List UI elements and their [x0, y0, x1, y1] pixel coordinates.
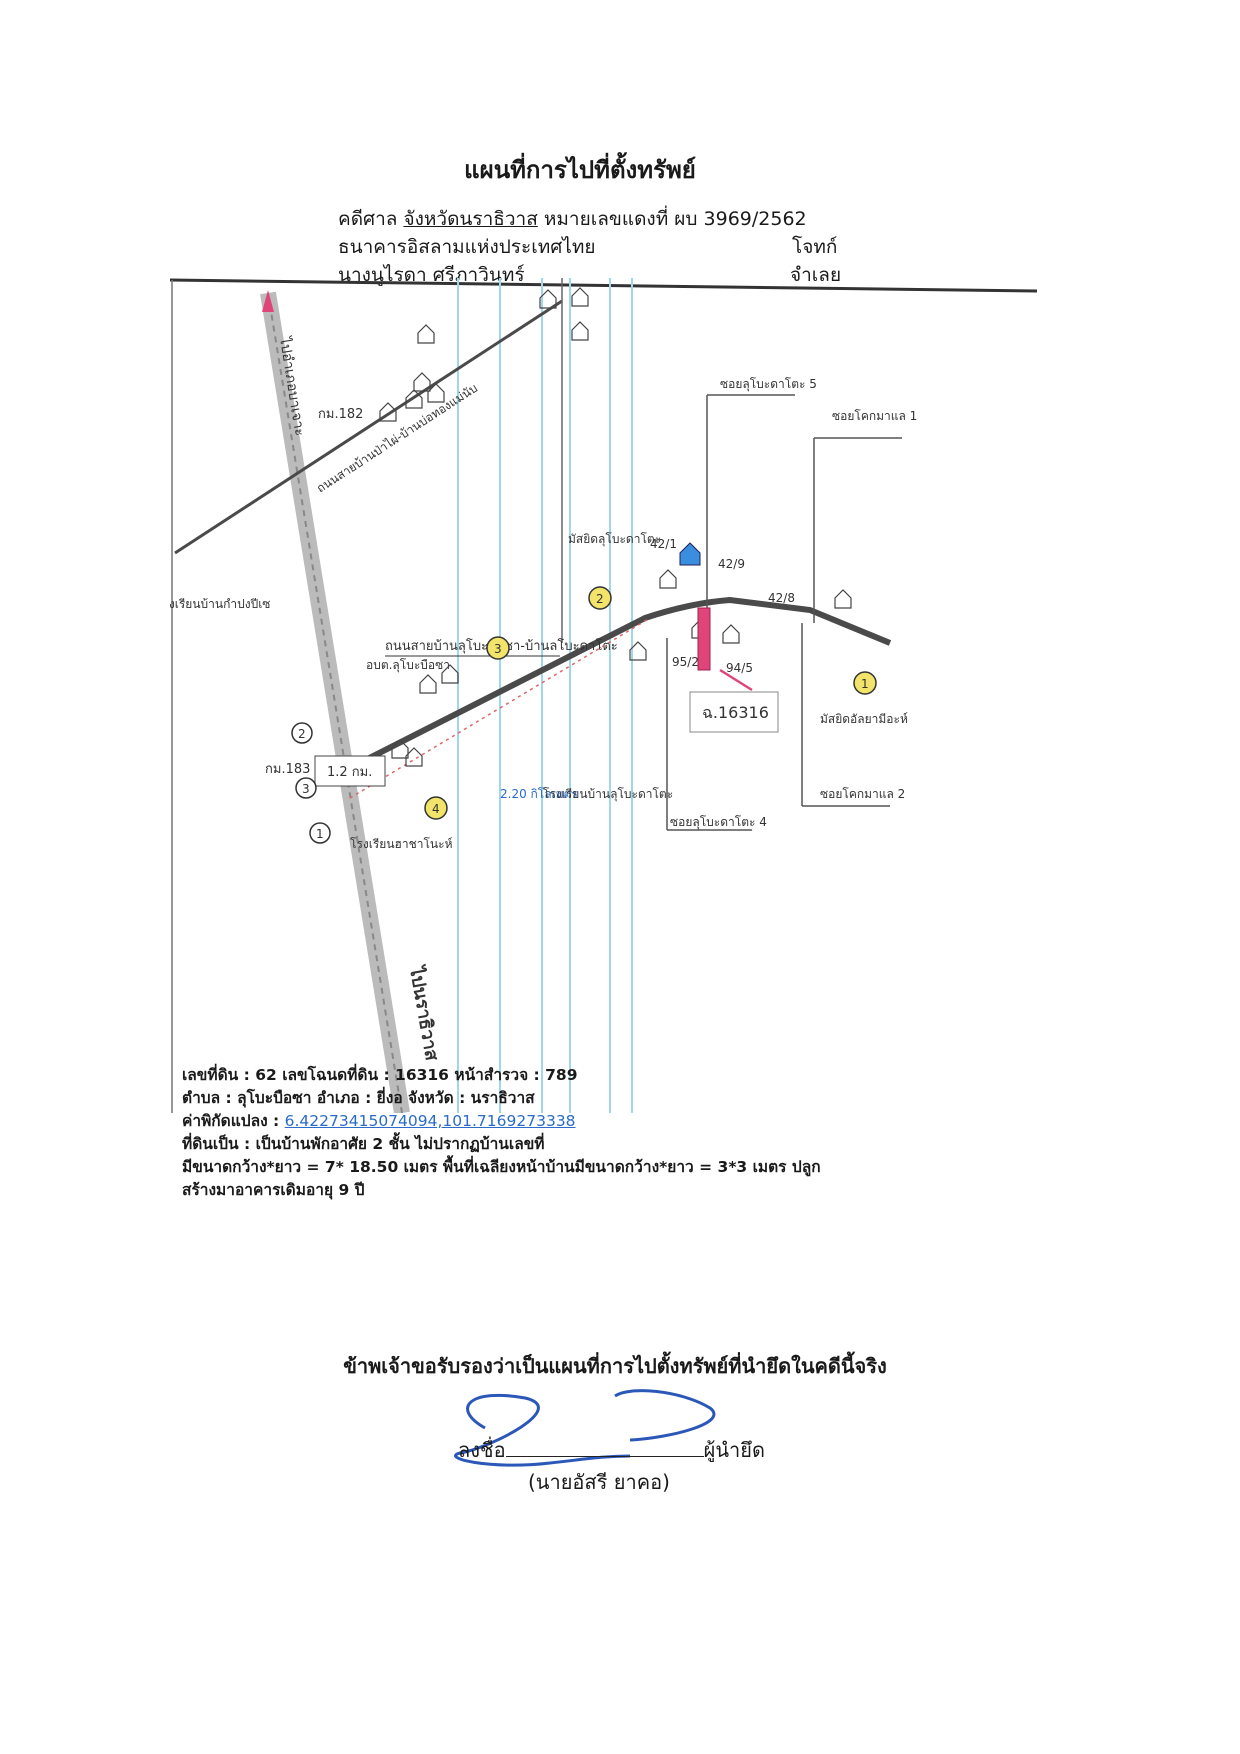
- main-road: [328, 596, 892, 781]
- house-42-1: 42/1: [650, 537, 677, 551]
- info-building-age: สร้างมาอาคารเดิมอายุ 9 ปี: [182, 1181, 365, 1199]
- info-location: ตำบล : ลุโบะบือซา อำเภอ : ยี่งอ จังหวัด …: [182, 1089, 535, 1107]
- info-dimensions: มีขนาดกว้าง*ยาว = 7* 18.50 เมตร พื้นที่เ…: [182, 1158, 821, 1176]
- svg-text:2: 2: [298, 727, 306, 741]
- distance-main-label: 1.2 กม.: [327, 765, 372, 780]
- info-land-number: เลขที่ดิน : 62 เลขโฉนดที่ดิน : 16316 หน้…: [182, 1066, 578, 1084]
- svg-text:1: 1: [316, 827, 324, 841]
- tambon-office-label: อบต.ลุโบะบือซา: [366, 658, 450, 673]
- target-house-icon: [679, 542, 701, 566]
- signature-line: ลงชื่อ ผู้นำยึด: [458, 1434, 765, 1466]
- parcel-highlight: [697, 607, 711, 671]
- km182-label: กม.182: [318, 407, 363, 422]
- house-94-5: 94/5: [726, 661, 753, 675]
- marker-1-yellow: 1: [853, 671, 877, 695]
- map-top-border: [170, 278, 1038, 293]
- north-road: [174, 299, 563, 555]
- deed-number: ฉ.16316: [702, 703, 769, 722]
- north-arrow-icon: [262, 290, 274, 312]
- marker-3-white: 3: [295, 777, 317, 799]
- house-42-8: 42/8: [768, 591, 795, 605]
- marker-2-yellow: 2: [588, 586, 612, 610]
- north-road-label: ถนนสายบ้านป่าไผ่-บ้านบ่อทองแม่นับ: [314, 381, 480, 496]
- svg-text:2: 2: [596, 592, 604, 606]
- marker-2-white: 2: [291, 722, 313, 744]
- soi4-label: ซอยลุโบะดาโตะ 4: [670, 815, 767, 830]
- coordinates-link[interactable]: 6.42273415074094,101.7169273338: [284, 1112, 576, 1130]
- court-label: คดีศาล: [338, 208, 398, 230]
- house-95-2: 95/2: [672, 655, 699, 669]
- school-top-label: โรงเรียนบ้านกำปงปีเซ: [170, 597, 270, 611]
- marker-4-yellow: 4: [424, 796, 448, 820]
- location-map: ไปอำเภอบาเจาะ ไปนราธิวาส กม.182 กม.183 ถ…: [170, 278, 1038, 1113]
- sign-label: ลงชื่อ: [458, 1438, 506, 1462]
- svg-text:3: 3: [302, 782, 310, 796]
- deed-box: [689, 691, 779, 733]
- info-land-type: ที่ดินเป็น : เป็นบ้านพักอาศัย 2 ชั้น ไม่…: [182, 1135, 545, 1153]
- certification-text: ข้าพเจ้าขอรับรองว่าเป็นแผนที่การไปตั้งทร…: [343, 1354, 887, 1378]
- plaintiff-role: โจทก์: [792, 236, 838, 258]
- mosque1-label: มัสยิดลุโบะดาโตะ: [568, 532, 661, 547]
- parcel-arrow: [719, 668, 753, 692]
- signature-image: [454, 1389, 716, 1467]
- page-title: แผนที่การไปที่ตั้งทรัพย์: [464, 156, 696, 184]
- guide-lines: [457, 278, 633, 1113]
- case-header-line1: คดีศาล จังหวัดนราธิวาส หมายเลขแดงที่ ผบ …: [338, 204, 807, 234]
- highway-road: [260, 291, 410, 1113]
- school-bottom-label: โรงเรียนฮาชาโนะห์: [350, 837, 453, 851]
- distance-sub-label: 2.20 กิโลเมตร: [500, 787, 578, 801]
- svg-text:3: 3: [494, 642, 502, 656]
- court-name: จังหวัดนราธิวาส: [403, 208, 538, 230]
- soi-kokmale1-label: ซอยโคกมาแล 1: [832, 409, 917, 423]
- mosque2-label: มัสยิดอัลยามีอะห์: [820, 712, 908, 726]
- coordinates-label: ค่าพิกัดแปลง :: [182, 1112, 280, 1130]
- house-42-9: 42/9: [718, 557, 745, 571]
- signer-name: (นายอัสรี ยาคอ): [528, 1470, 670, 1494]
- signer-role: ผู้นำยึด: [703, 1438, 765, 1462]
- plaintiff-name: ธนาคารอิสลามแห่งประเทศไทย: [338, 236, 596, 258]
- marker-1: 1: [309, 822, 331, 844]
- defendant-role: จำเลย: [790, 264, 842, 286]
- route-dotted: [349, 617, 651, 799]
- marker-3-yellow: 3: [486, 636, 510, 660]
- svg-text:1: 1: [861, 677, 869, 691]
- svg-text:4: 4: [432, 802, 440, 816]
- info-coordinates: ค่าพิกัดแปลง : 6.42273415074094,101.7169…: [182, 1108, 576, 1133]
- km183-label: กม.183: [265, 762, 310, 777]
- soi-kokmale2-label: ซอยโคกมาแล 2: [820, 787, 905, 801]
- road-to-bottom-label: ไปนราธิวาส: [405, 963, 444, 1063]
- soi5-label: ซอยลุโบะดาโตะ 5: [720, 377, 817, 392]
- case-label: หมายเลขแดงที่: [543, 208, 669, 230]
- case-number: ผบ 3969/2562: [674, 208, 807, 230]
- house-icons: [379, 287, 852, 767]
- school-mid-label: โรงเรียนบ้านลุโบะดาโตะ: [543, 787, 673, 802]
- signature-blank: [505, 1438, 704, 1457]
- defendant-name: นางนูไรดา ศรีภาวินทร์: [338, 264, 525, 286]
- distance-box: [314, 755, 386, 787]
